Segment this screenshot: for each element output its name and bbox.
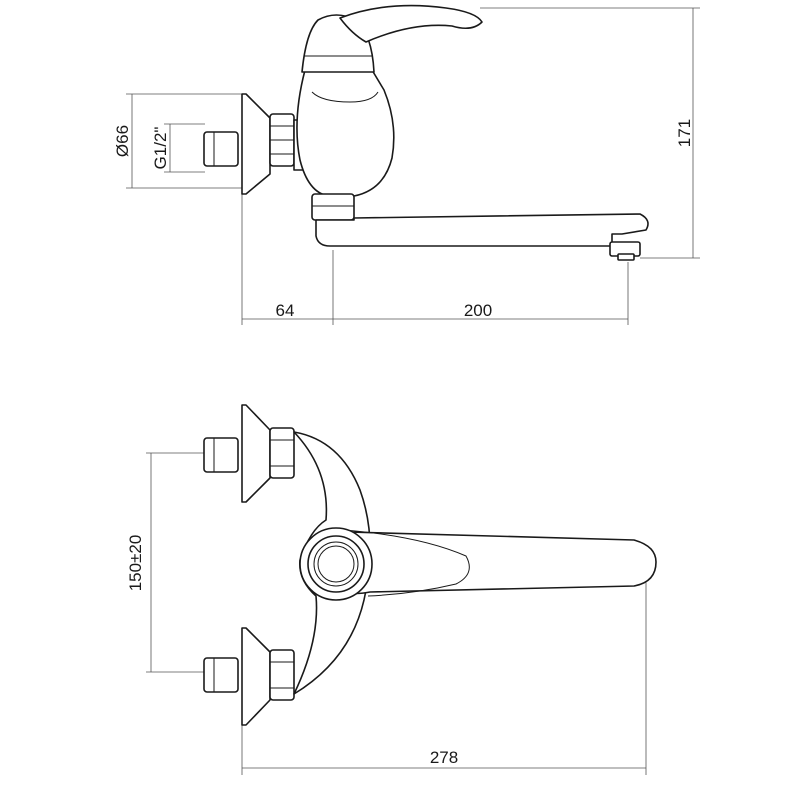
diameter-label: Ø66 [113,125,132,157]
side-view: Ø66 G1/2" 171 64 200 [113,4,700,325]
height-label: 171 [675,119,694,147]
spout-length-label: 200 [464,301,492,320]
thread-size-label: G1/2" [151,127,170,170]
offset-label: 64 [276,301,295,320]
top-view: 150±20 278 [126,404,657,775]
inlet-spacing-label: 150±20 [126,535,145,592]
overall-width-label: 278 [430,748,458,767]
